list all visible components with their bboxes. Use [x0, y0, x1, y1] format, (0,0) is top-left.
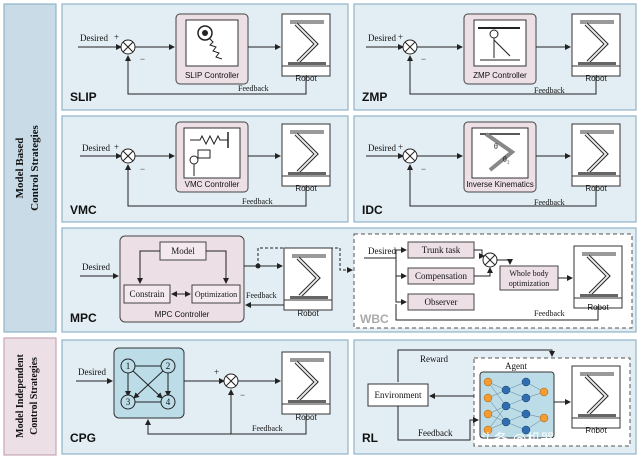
wbc-summing-junction	[482, 252, 498, 268]
rl-panel: Reward Environment Agent Robot	[353, 339, 637, 455]
cpg-node-2-label: 2	[166, 361, 171, 371]
model-independent-sidebar	[3, 337, 57, 456]
rl-robot-label: Robot	[585, 426, 607, 435]
rl-agent-label: Agent	[505, 361, 527, 371]
cpg-node-3-label: 3	[126, 397, 131, 407]
vmc-spring-damper-icon	[183, 127, 241, 179]
rl-title: RL	[362, 431, 378, 445]
zmp-feedback-label: Feedback	[534, 86, 565, 95]
mpc-optimization-label: Optimization	[195, 290, 237, 299]
mpc-robot-label: Robot	[297, 309, 319, 318]
rl-robot	[570, 364, 622, 430]
zmp-robot	[570, 12, 622, 78]
slip-minus: −	[140, 54, 145, 64]
idc-leg-kinematics-icon	[471, 127, 529, 179]
mpc-constrain-box	[123, 284, 171, 304]
rl-feedback-label: Feedback	[418, 428, 453, 438]
wbc-whole-body-box	[499, 265, 559, 291]
idc-panel: Desired + − θ θ₂ Inverse Kinematics Robo…	[353, 115, 637, 223]
wbc-whole-body-label-2: optimization	[509, 279, 549, 288]
wbc-observer-label: Observer	[425, 297, 458, 307]
wbc-title: WBC	[360, 312, 389, 326]
mpc-model-label: Model	[171, 246, 195, 256]
cpg-desired-label: Desired	[78, 367, 106, 377]
model-based-label-2: Control Strategies	[29, 124, 41, 210]
slip-panel: Desired + − SLIP Controller Robot Feedba…	[61, 3, 349, 111]
zmp-title: ZMP	[362, 90, 387, 104]
cpg-feedback-label: Feedback	[252, 424, 283, 433]
cpg-node-3	[120, 394, 136, 410]
wbc-desired-label: Desired	[368, 246, 396, 256]
slip-robot	[280, 12, 332, 78]
rl-neural-network	[479, 371, 555, 439]
vmc-title: VMC	[70, 203, 97, 217]
mpc-robot	[282, 246, 334, 312]
model-based-sidebar	[3, 3, 57, 333]
vmc-summing-junction	[120, 148, 136, 164]
zmp-summing-junction	[402, 39, 418, 55]
wbc-panel: Desired Trunk task Compensation Observer…	[353, 233, 633, 329]
cpg-node-1	[120, 358, 136, 374]
vmc-plus: +	[114, 142, 119, 152]
slip-desired-label: Desired	[80, 33, 108, 43]
cpg-summing-junction	[223, 373, 239, 389]
idc-minus: −	[421, 164, 426, 174]
mpc-optimization-box	[191, 284, 241, 304]
idc-robot	[570, 122, 622, 188]
mpc-feedback-label: Feedback	[246, 291, 277, 300]
cpg-node-4	[160, 394, 176, 410]
wbc-whole-body-label-1: Whole body	[509, 269, 548, 278]
zmp-minus: −	[421, 54, 426, 64]
idc-controller-label: Inverse Kinematics	[466, 180, 534, 189]
mpc-constrain-label: Constrain	[130, 289, 165, 299]
rl-reward-label: Reward	[420, 354, 448, 364]
wbc-observer-box	[407, 293, 475, 311]
model-independent-label-1: Model Independent	[15, 354, 26, 438]
idc-summing-junction	[402, 148, 418, 164]
idc-desired-label: Desired	[368, 143, 396, 153]
zmp-panel: Desired + − ZMP Controller Robot Feedbac…	[353, 3, 637, 111]
cpg-title: CPG	[70, 431, 96, 445]
slip-title: SLIP	[70, 90, 97, 104]
vmc-robot	[280, 122, 332, 188]
zmp-plus: +	[398, 32, 403, 42]
idc-title: IDC	[362, 203, 383, 217]
zmp-desired-label: Desired	[368, 33, 396, 43]
watermark: 头条 @机器人大讲堂	[480, 431, 610, 448]
slip-plus: +	[114, 32, 119, 42]
idc-theta1: θ	[494, 142, 498, 151]
vmc-panel: Desired + − VMC Controller Robot Feedbac…	[61, 115, 349, 223]
wbc-robot	[572, 244, 624, 310]
slip-summing-junction	[120, 39, 136, 55]
idc-feedback-label: Feedback	[534, 198, 565, 207]
cpg-node-4-label: 4	[166, 397, 171, 407]
slip-controller-label: SLIP Controller	[185, 71, 239, 80]
model-based-label-1: Model Based	[14, 138, 26, 199]
cpg-plus: +	[214, 367, 219, 377]
cpg-node-2	[160, 358, 176, 374]
rl-environment-label: Environment	[375, 390, 422, 400]
cpg-robot	[280, 350, 332, 416]
slip-feedback-label: Feedback	[238, 84, 269, 93]
mpc-controller-label: MPC Controller	[155, 310, 210, 319]
vmc-minus: −	[140, 164, 145, 174]
zmp-pendulum-icon	[473, 19, 527, 67]
mpc-desired-label: Desired	[82, 262, 110, 272]
mpc-title: MPC	[70, 311, 97, 325]
idc-plus: +	[398, 142, 403, 152]
zmp-controller-label: ZMP Controller	[473, 71, 527, 80]
vmc-desired-label: Desired	[82, 143, 110, 153]
cpg-minus: −	[240, 390, 245, 400]
wbc-trunk-task-label: Trunk task	[422, 245, 461, 255]
cpg-panel: Desired 1 2 3 4 + − Robot Feedback CPG	[61, 339, 349, 455]
cpg-node-1-label: 1	[126, 361, 131, 371]
wbc-feedback-label: Feedback	[534, 309, 565, 318]
model-independent-label-2: Control Strategies	[29, 357, 40, 435]
vmc-feedback-label: Feedback	[242, 197, 273, 206]
idc-theta2: θ₂	[503, 155, 510, 164]
wbc-compensation-label: Compensation	[415, 271, 467, 281]
vmc-controller-label: VMC Controller	[185, 180, 240, 189]
